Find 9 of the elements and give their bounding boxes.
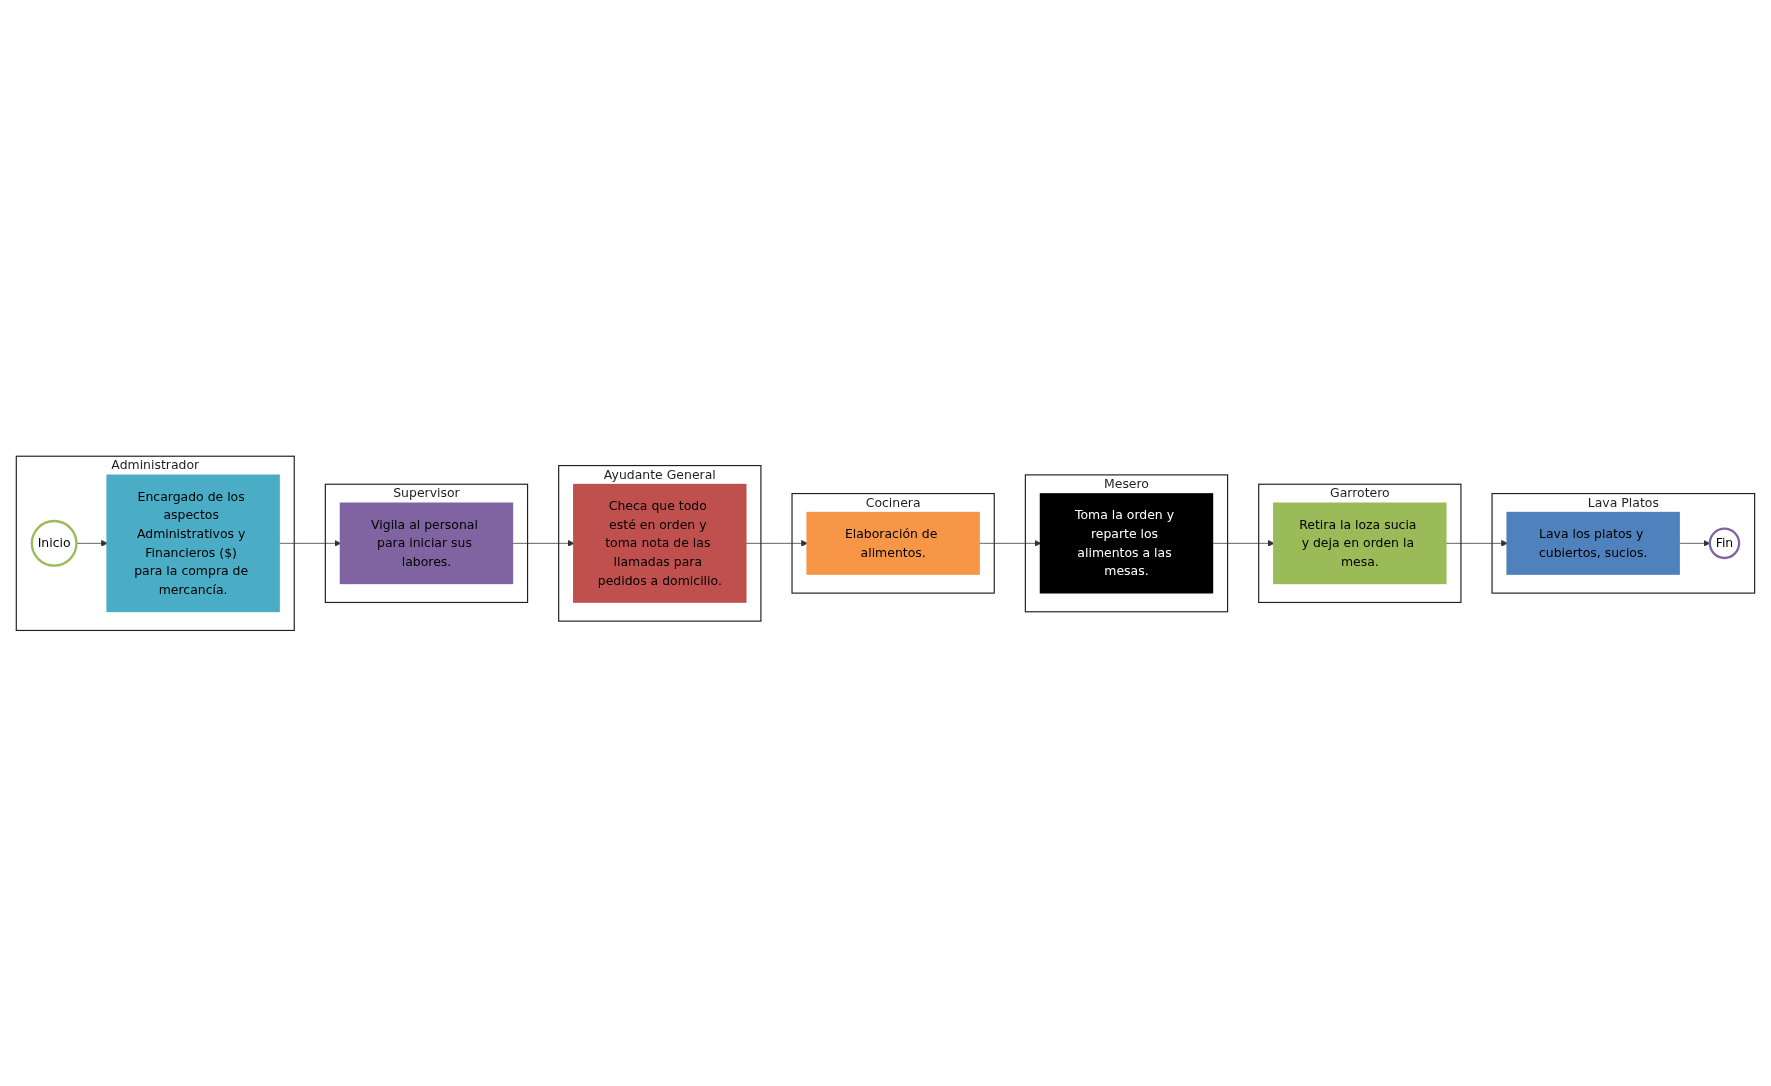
node-box: Encargado de los aspectos Administrativos y Financieros ($) para la compra de mercancía.	[106, 474, 280, 612]
node-circle: Fin	[1708, 527, 1741, 559]
node-box: Lava los platos y cubiertos, sucios.	[1506, 511, 1680, 575]
node-box: Elaboración de alimentos.	[806, 511, 980, 575]
node-box: Checa que todo esté en orden y toma nota de las llamadas para pedidos a domicilio.	[573, 483, 747, 603]
node-box: Toma la orden y reparte los alimentos a las mesas.	[1039, 492, 1214, 594]
node-circle: Inicio	[30, 519, 78, 567]
node-box: Retira la loza sucia y deja en orden la mesa.	[1273, 502, 1447, 584]
node-box: Vigila al personal para iniciar sus labores.	[339, 502, 514, 584]
